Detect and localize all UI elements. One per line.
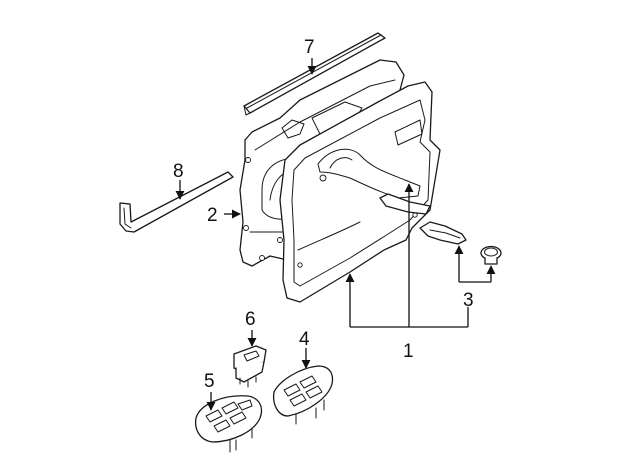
callout-1: 1 [403, 341, 414, 362]
part-8-lower-molding [119, 171, 234, 233]
callout-7: 7 [304, 37, 315, 58]
callout-4: 4 [299, 329, 310, 350]
part-3-retainer-clip [480, 245, 502, 265]
part-3-pull-handle [379, 193, 467, 245]
part-4-master-window-switch [272, 365, 334, 425]
part-6-window-switch [233, 345, 267, 388]
callout-5: 5 [204, 371, 215, 392]
callout-2: 2 [207, 205, 218, 226]
leader-lines [175, 58, 496, 411]
callout-6: 6 [245, 309, 256, 330]
callout-8: 8 [173, 161, 184, 182]
part-5-master-window-switch [194, 395, 263, 453]
callout-3: 3 [463, 290, 474, 311]
